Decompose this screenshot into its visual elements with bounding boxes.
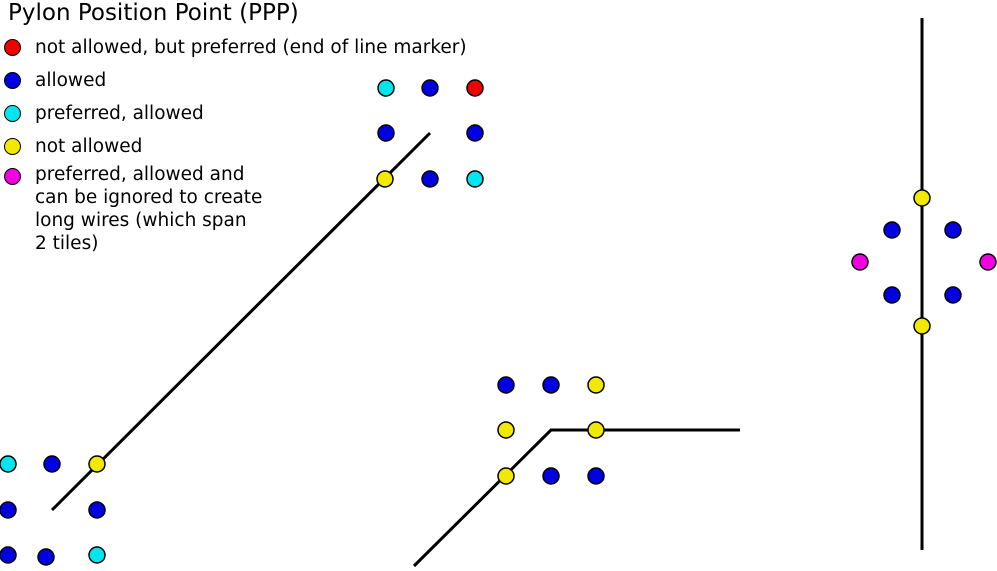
ppp-dot-blue bbox=[944, 286, 962, 304]
ppp-dot-cyan bbox=[377, 79, 395, 97]
ppp-dot-cyan bbox=[88, 546, 106, 564]
ppp-dot-red bbox=[466, 79, 484, 97]
ppp-dot-blue bbox=[377, 124, 395, 142]
legend-item-red: not allowed, but preferred (end of line … bbox=[4, 31, 544, 64]
ppp-dot-blue bbox=[587, 467, 605, 485]
ppp-dot-blue bbox=[497, 376, 515, 394]
ppp-dot-blue bbox=[542, 376, 560, 394]
ppp-dot-magenta bbox=[979, 253, 997, 271]
legend-item-blue: allowed bbox=[4, 64, 544, 97]
ppp-dot-yellow bbox=[913, 189, 931, 207]
ppp-dot-blue bbox=[43, 455, 61, 473]
ppp-dot-yellow bbox=[587, 421, 605, 439]
cyan-dot-icon bbox=[4, 105, 21, 122]
ppp-dot-blue bbox=[883, 286, 901, 304]
ppp-dot-cyan bbox=[466, 170, 484, 188]
ppp-dot-blue bbox=[542, 467, 560, 485]
blue-dot-icon bbox=[4, 72, 21, 89]
ppp-dot-yellow bbox=[913, 317, 931, 335]
legend-item-yellow: not allowed bbox=[4, 130, 544, 163]
ppp-dot-blue bbox=[421, 79, 439, 97]
ppp-dot-yellow bbox=[88, 455, 106, 473]
ppp-dot-yellow bbox=[497, 421, 515, 439]
ppp-dot-blue bbox=[466, 124, 484, 142]
ppp-dot-blue bbox=[421, 170, 439, 188]
legend-label-magenta: preferred, allowed and can be ignored to… bbox=[35, 164, 263, 254]
red-dot-icon bbox=[4, 39, 21, 56]
legend-label-blue: allowed bbox=[35, 70, 107, 91]
ppp-dot-blue bbox=[0, 501, 17, 519]
ppp-dot-yellow bbox=[497, 467, 515, 485]
ppp-dot-blue bbox=[37, 548, 55, 566]
legend: not allowed, but preferred (end of line … bbox=[4, 31, 544, 255]
ppp-dot-blue bbox=[0, 546, 17, 564]
magenta-dot-icon bbox=[4, 168, 21, 185]
ppp-dot-blue bbox=[883, 221, 901, 239]
bend-wire-line bbox=[412, 428, 740, 568]
legend-label-red: not allowed, but preferred (end of line … bbox=[35, 37, 467, 58]
ppp-dot-yellow bbox=[376, 170, 394, 188]
diagonal-wire-line bbox=[50, 131, 432, 512]
yellow-dot-icon bbox=[4, 138, 21, 155]
ppp-dot-cyan bbox=[0, 455, 17, 473]
legend-label-cyan: preferred, allowed bbox=[35, 103, 204, 124]
ppp-dot-blue bbox=[944, 221, 962, 239]
legend-item-magenta: preferred, allowed and can be ignored to… bbox=[4, 163, 544, 255]
page-title: Pylon Position Point (PPP) bbox=[8, 0, 299, 26]
ppp-dot-blue bbox=[88, 501, 106, 519]
ppp-dot-yellow bbox=[587, 376, 605, 394]
legend-label-yellow: not allowed bbox=[35, 136, 143, 157]
legend-item-cyan: preferred, allowed bbox=[4, 97, 544, 130]
ppp-dot-magenta bbox=[851, 253, 869, 271]
